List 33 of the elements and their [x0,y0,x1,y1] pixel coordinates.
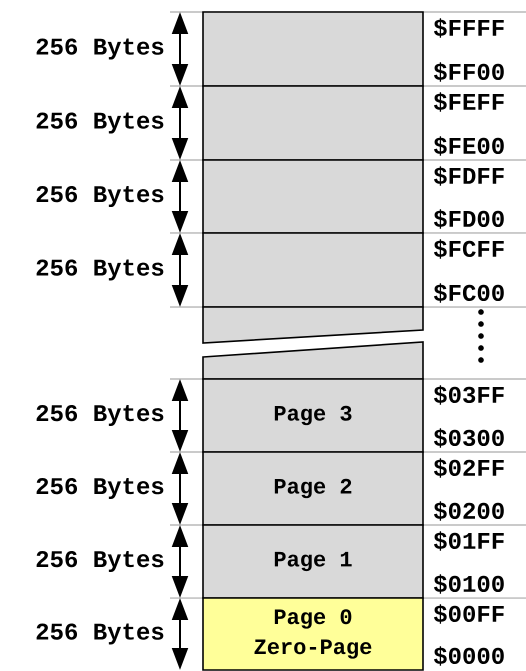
address-label: $02FF [434,458,504,478]
memory-box [202,11,424,87]
page-box: Page 1 [202,524,424,599]
address-label: $0000 [434,646,504,666]
address-label: $FEFF [434,92,504,112]
address-label: $0100 [434,574,504,594]
address-label: $FD00 [434,209,504,229]
address-label: $0200 [434,501,504,521]
broken-box [202,341,424,380]
memory-box [202,85,424,161]
address-label: $0300 [434,428,504,448]
address-label: $FDFF [434,166,504,186]
address-label: $FCFF [434,239,504,259]
memory-box [202,159,424,234]
size-label: 256 Bytes [36,186,164,208]
address-label: $01FF [434,531,504,551]
size-label: 256 Bytes [36,478,164,500]
size-label: 256 Bytes [36,550,164,572]
page-box: Page 0 Zero-Page [202,597,424,671]
size-label: 256 Bytes [36,112,164,134]
size-label: 256 Bytes [36,259,164,281]
broken-box [202,306,424,344]
address-label: $FE00 [434,136,504,156]
page-box: Page 2 [202,451,424,526]
size-label: 256 Bytes [36,38,164,60]
address-label: $03FF [434,385,504,405]
address-label: $FF00 [434,62,504,82]
size-label: 256 Bytes [36,404,164,426]
address-label: $00FF [434,604,504,624]
page-box: Page 3 [202,378,424,453]
address-label: $FC00 [434,283,504,303]
size-label: 256 Bytes [36,623,164,645]
address-label: $FFFF [434,18,504,38]
